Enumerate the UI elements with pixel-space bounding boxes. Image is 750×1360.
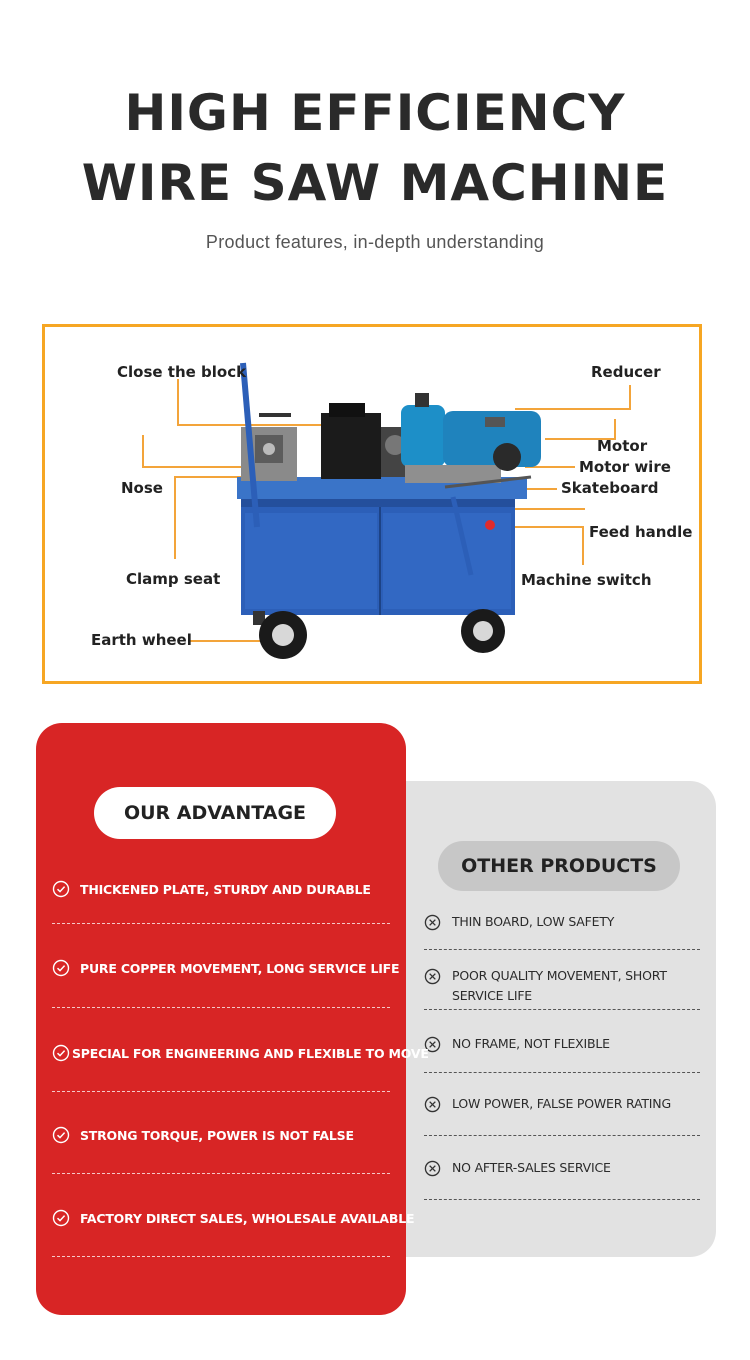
other-products-heading: OTHER PRODUCTS <box>438 841 680 891</box>
list-item-text: LOW POWER, FALSE POWER RATING <box>452 1096 671 1111</box>
divider <box>52 1007 390 1008</box>
label-skateboard: Skateboard <box>561 479 659 497</box>
machine-diagram: Close the block Reducer Motor Motor wire… <box>42 324 702 684</box>
divider <box>424 1199 700 1200</box>
label-nose: Nose <box>121 479 163 497</box>
divider <box>52 1091 390 1092</box>
list-item-text: PURE COPPER MOVEMENT, LONG SERVICE LIFE <box>80 961 400 976</box>
divider <box>52 1173 390 1174</box>
divider <box>52 1256 390 1257</box>
divider <box>52 923 390 924</box>
page-title-line-2: WIRE SAW MACHINE <box>81 154 669 212</box>
check-circle-icon <box>52 880 70 898</box>
label-motor: Motor <box>597 437 648 455</box>
our-advantage-heading: OUR ADVANTAGE <box>94 787 336 839</box>
label-clamp-seat: Clamp seat <box>126 570 221 588</box>
check-circle-icon <box>52 959 70 977</box>
check-circle-icon <box>52 1044 70 1062</box>
list-item-text: POOR QUALITY MOVEMENT, SHORT SERVICE LIF… <box>452 968 667 1003</box>
other-products-panel: OTHER PRODUCTS THIN BOARD, LOW SAFETY PO… <box>406 781 716 1257</box>
x-circle-icon <box>424 1096 441 1113</box>
list-item-text: THIN BOARD, LOW SAFETY <box>452 914 615 929</box>
list-item-text: THICKENED PLATE, STURDY AND DURABLE <box>80 882 371 897</box>
our-advantage-panel: OUR ADVANTAGE THICKENED PLATE, STURDY AN… <box>36 723 429 1315</box>
page-subtitle: Product features, in-depth understanding <box>205 232 545 252</box>
label-reducer: Reducer <box>591 363 661 381</box>
label-feed-handle: Feed handle <box>589 523 693 541</box>
divider <box>424 949 700 950</box>
label-close-the-block: Close the block <box>117 363 247 381</box>
divider <box>424 1135 700 1136</box>
list-item-text: NO FRAME, NOT FLEXIBLE <box>452 1036 610 1051</box>
machine-illustration <box>142 362 631 659</box>
list-item-text: FACTORY DIRECT SALES, WHOLESALE AVAILABL… <box>80 1211 415 1226</box>
x-circle-icon <box>424 1036 441 1053</box>
list-item-text: STRONG TORQUE, POWER IS NOT FALSE <box>80 1128 354 1143</box>
divider <box>424 1009 700 1010</box>
x-circle-icon <box>424 914 441 931</box>
check-circle-icon <box>52 1126 70 1144</box>
page-title-line-1: HIGH EFFICIENCY <box>124 84 626 142</box>
divider <box>424 1072 700 1073</box>
x-circle-icon <box>424 968 441 985</box>
label-motor-wire: Motor wire <box>579 458 671 476</box>
x-circle-icon <box>424 1160 441 1177</box>
label-earth-wheel: Earth wheel <box>91 631 192 649</box>
label-machine-switch: Machine switch <box>521 571 652 589</box>
check-circle-icon <box>52 1209 70 1227</box>
list-item-text: SPECIAL FOR ENGINEERING AND FLEXIBLE TO … <box>72 1046 429 1061</box>
list-item-text: NO AFTER-SALES SERVICE <box>452 1160 611 1175</box>
